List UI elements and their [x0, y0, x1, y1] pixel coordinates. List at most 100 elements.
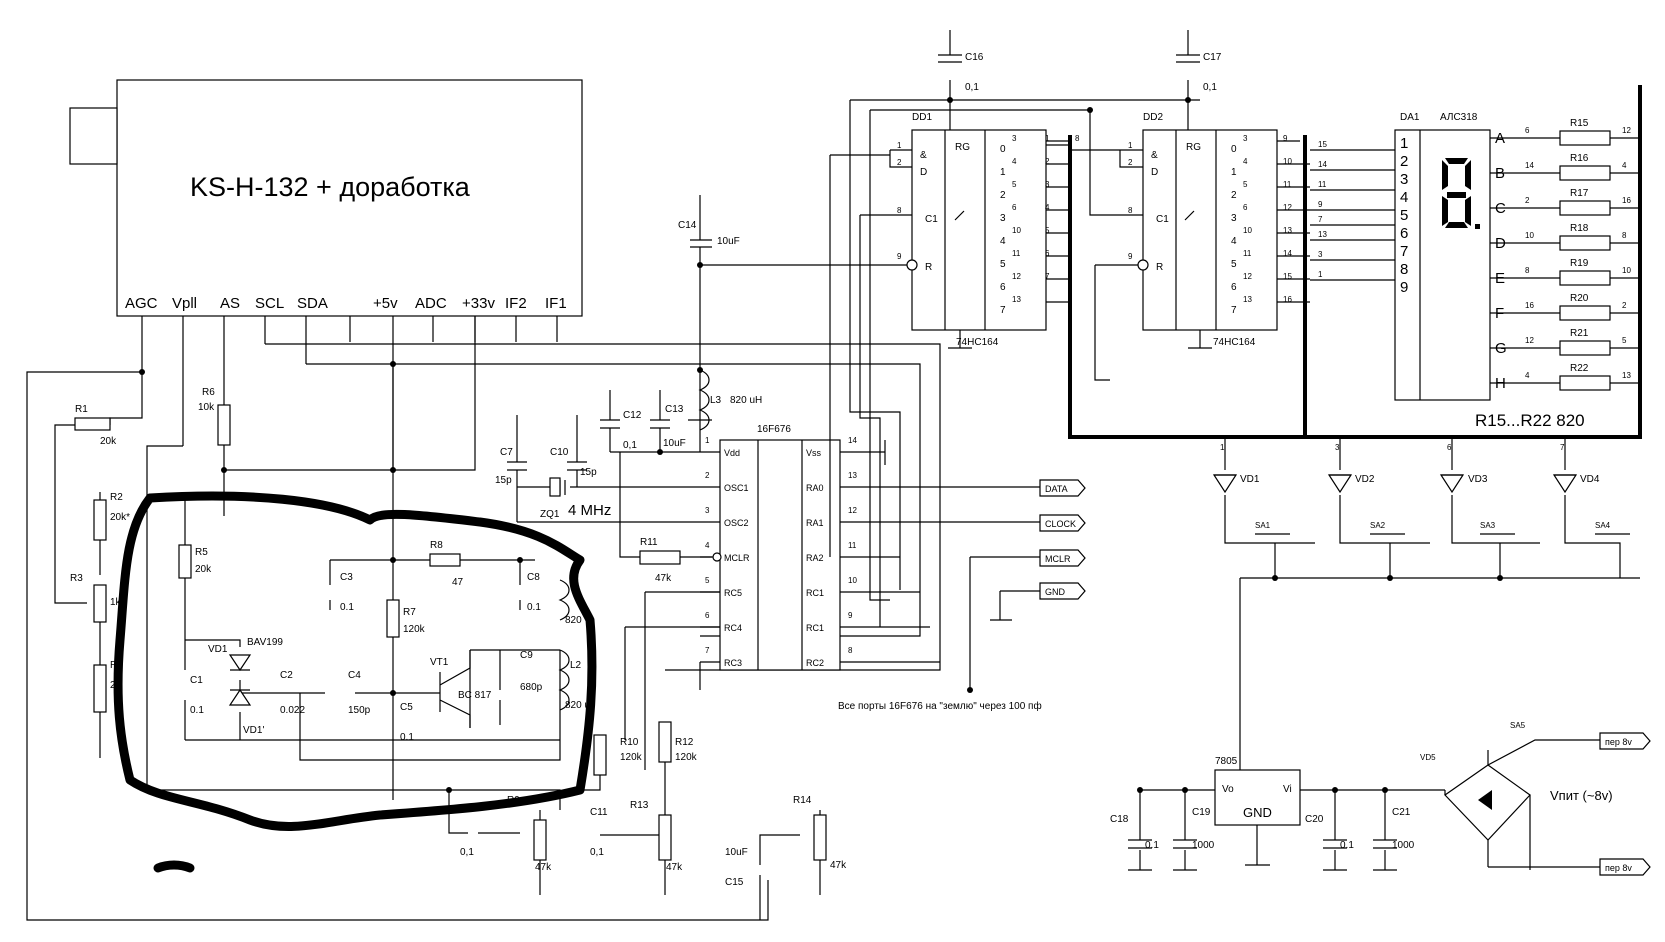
mcu-left-pin-num-6: 6 — [705, 611, 710, 620]
resistor-r7 — [386, 599, 400, 638]
display-ref: DA1 — [1400, 112, 1420, 123]
connector-gnd-label: GND — [1045, 587, 1066, 597]
value-c15: 10uF — [725, 847, 748, 858]
module-pin-vpll: Vpll — [172, 295, 197, 312]
label-sa2: SA2 — [1370, 521, 1386, 530]
label-r4: R — [110, 660, 117, 671]
value-l1: 820 — [565, 615, 582, 626]
connector-clock — [1039, 514, 1086, 532]
label-c5: C5 — [400, 702, 413, 713]
crystal-zq1-icon — [549, 477, 561, 497]
label-vd3: VD3 — [1468, 474, 1488, 485]
mcu-right-pin-num-14: 14 — [848, 436, 857, 445]
dd2-bus-11: 11 — [1283, 180, 1292, 189]
lower-pots: R9 47k R10 120k R12 120k R13 47k R14 47k… — [448, 720, 847, 920]
module-pin-33v: +33v — [462, 295, 495, 312]
mcu-left-pin-label-1: Vdd — [724, 448, 740, 458]
diode-bav199-icon — [228, 654, 252, 706]
label-r20: R20 — [1570, 293, 1589, 304]
mcu-right-pin-label-vss: Vss — [806, 448, 822, 458]
regulator-7805 — [1214, 769, 1301, 826]
label-vt1: VT1 — [430, 657, 449, 668]
res-out-13: 13 — [1622, 371, 1631, 380]
dd2-body — [1142, 129, 1278, 331]
dd2-divider — [1175, 130, 1217, 330]
dd2-r: R — [1156, 262, 1163, 273]
keypad-pin-1: 1 — [1220, 443, 1225, 452]
label-c14: C14 — [678, 220, 697, 231]
diode-vd2-icon — [1327, 474, 1353, 494]
diode-vd1-icon — [1212, 474, 1238, 494]
dd1-bus-2: 2 — [1045, 157, 1050, 166]
dd1-ref: DD1 — [912, 112, 932, 123]
value-r5: 20k — [195, 564, 212, 575]
label-l2: L2 — [570, 660, 582, 671]
clock-marks — [954, 210, 1195, 221]
dd1-output-labels: 0 1 2 3 4 5 6 7 — [1000, 144, 1006, 316]
dd1-out-0: 0 — [1000, 144, 1006, 155]
display-num-4: 4 — [1400, 189, 1408, 206]
display-num-5: 5 — [1400, 207, 1408, 224]
bus-num-11: 11 — [1318, 180, 1327, 189]
display-num-1: 1 — [1400, 135, 1408, 152]
label-r14: R14 — [793, 795, 812, 806]
pot-r14 — [813, 814, 827, 861]
keypad-pin-3: 3 — [1335, 443, 1340, 452]
dd1-in-8: 8 — [897, 206, 902, 215]
display-segment-pins: 6 14 2 10 8 16 12 4 — [1525, 126, 1534, 380]
value-c16: 0,1 — [965, 82, 979, 93]
dd1-divider — [944, 130, 986, 330]
label-r16: R16 — [1570, 153, 1589, 164]
register-dd1: DD1 74HC164 RG & D C1 R 0 1 2 3 4 5 6 7 — [906, 112, 1047, 348]
pot-wires — [448, 720, 821, 920]
peripheral-wires — [507, 195, 720, 735]
dd2-pin-10: 10 — [1243, 226, 1252, 235]
label-r12: R12 — [675, 737, 694, 748]
module-pin-adc: ADC — [415, 295, 447, 312]
mcu-left-pin-num-7: 7 — [705, 646, 710, 655]
mcu-left-pin-label-2: OSC1 — [724, 483, 749, 493]
mcu-left-pin-num-1: 1 — [705, 436, 710, 445]
label-c20: C20 — [1305, 814, 1324, 825]
connector-mclr — [1039, 549, 1086, 567]
label-r10: R10 — [620, 737, 639, 748]
dd2-bus-10: 10 — [1283, 157, 1292, 166]
value-l3: 820 uH — [730, 395, 762, 406]
dd1-pin-11: 11 — [1012, 249, 1021, 258]
mcu-mclr-inverter — [712, 552, 722, 562]
value-r3: 1k — [110, 597, 122, 608]
bus-num-14: 14 — [1318, 160, 1327, 169]
display-type: АЛС318 — [1440, 112, 1478, 123]
dd1-bus-3: 3 — [1045, 180, 1050, 189]
register-wires — [700, 30, 1395, 627]
value-r1: 20k — [100, 436, 117, 447]
display-segment-letters: A B C D E F G H — [1495, 130, 1507, 392]
dd1-out-2: 2 — [1000, 190, 1006, 201]
resistor-note: R15...R22 820 — [1475, 411, 1585, 430]
connector-gnd — [1039, 582, 1086, 600]
value-r6: 10k — [198, 402, 215, 413]
dd2-type: 74HC164 — [1213, 337, 1256, 348]
label-r1: R1 — [75, 404, 88, 415]
connector-mclr-label: MCLR — [1045, 554, 1071, 564]
mcu-left-pin-num-3: 3 — [705, 506, 710, 515]
dd2-d: D — [1151, 167, 1158, 178]
label-zq1: ZQ1 — [540, 509, 560, 520]
inductor-l3-icon — [698, 369, 710, 431]
module-body — [116, 79, 583, 317]
res-out-4: 4 — [1622, 161, 1627, 170]
mcu-right-pin-label-rc1b: RC1 — [806, 623, 824, 633]
dd1-pin-12: 12 — [1012, 272, 1021, 281]
label-c10: C10 — [550, 447, 569, 458]
display-num-6: 6 — [1400, 225, 1408, 242]
label-r11: R11 — [640, 537, 658, 548]
dd1-d: D — [920, 167, 927, 178]
display-da1: DA1 АЛС318 1 2 3 4 5 6 7 8 9 15 14 11 9 … — [1318, 112, 1640, 430]
value-l2: 820 u — [565, 700, 590, 711]
dd2-in-1: 1 — [1128, 141, 1133, 150]
label-c1: C1 — [190, 675, 203, 686]
connector-wires — [969, 556, 1040, 690]
module-pin-5v: +5v — [373, 295, 398, 312]
dd1-rg: RG — [955, 142, 970, 153]
resistor-r5 — [178, 544, 192, 579]
